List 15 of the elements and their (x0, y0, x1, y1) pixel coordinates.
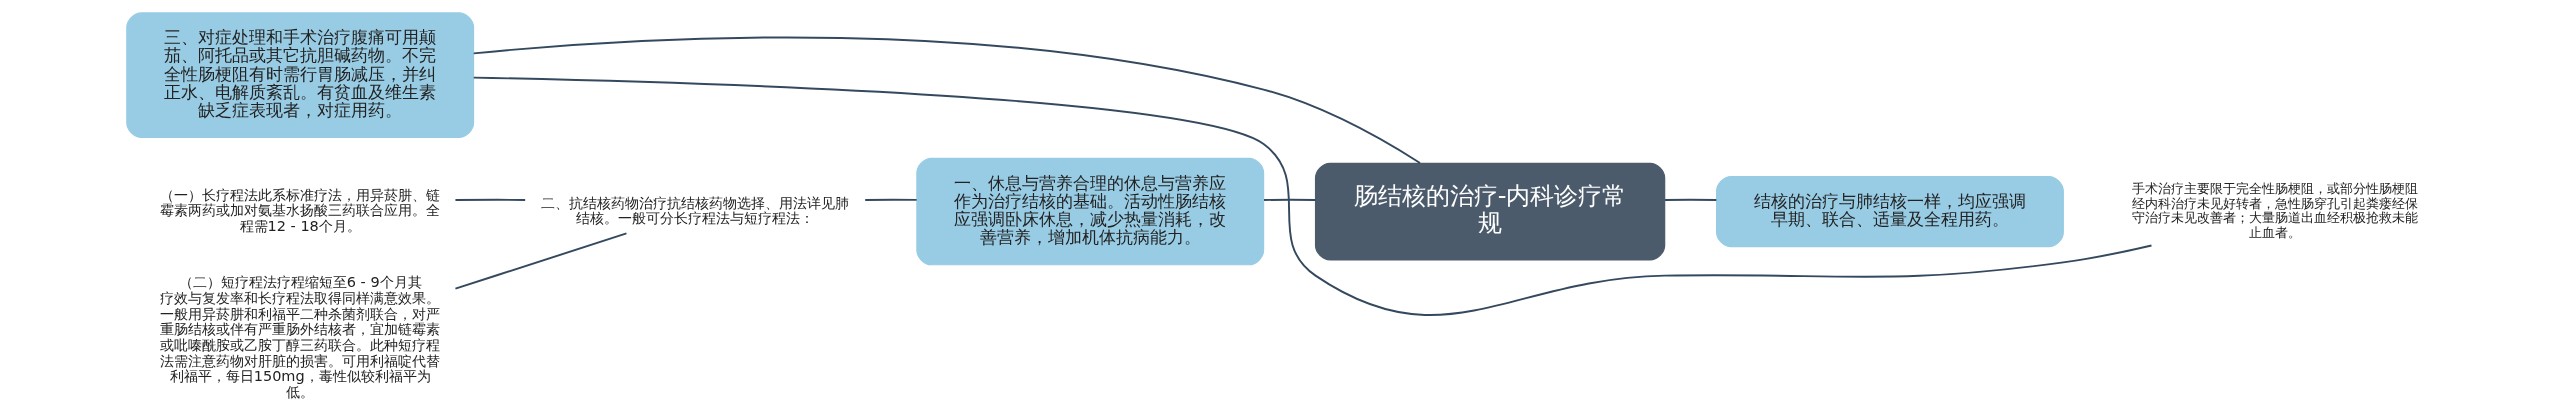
node-text: 二、抗结核药物治疗抗结核药物选择、用法详见肺结核。一般可分长疗程法与短疗程法： (540, 194, 849, 227)
connector (472, 76, 2152, 316)
node-box: 结核的治疗与肺结核一样，均应强调早期、联合、适量及全程用药。 (1715, 175, 2064, 248)
connector (472, 36, 1421, 164)
connector (453, 232, 627, 290)
node-text: （一）长疗程法此系标准疗法，用异菸肼、链霉素两药或加对氨基水扬酸三药联合应用。全程需12 - 18个月。 (159, 186, 440, 235)
node-text: 手术治疗主要限于完全性肠梗阻，或部分性肠梗阻经内科治疗未见好转者，急性肠穿孔引起粪瘘经保守治疗未见改善者；大量肠道出血经积极抢救未能止血者。 (2131, 181, 2418, 240)
node-box: 肠结核的治疗-内科诊疗常规 (1314, 162, 1665, 261)
connector (453, 198, 526, 202)
connector (1262, 198, 1316, 201)
node-box: 一、休息与营养合理的休息与营养应作为治疗结核的基础。活动性肠结核应强调卧床休息，减少热量消耗，改善营养，增加机体抗病能力。 (915, 157, 1264, 266)
node-box: 三、对症处理和手术治疗腹痛可用颠茄、阿托品或其它抗胆碱药物。不完全性肠梗阻有时需行胃肠减压，并纠正水、电解质紊乱。有贫血及维生素缺乏症表现者，对症用药。 (125, 12, 474, 138)
connector (1663, 198, 1717, 201)
node-text: （二）短疗程法疗程缩短至6 - 9个月其疗效与复发率和长疗程法取得同样满意效果。一般用异菸肼和利福平二种杀菌剂联合，对严重肠结核或伴有严重肠外结核者，宜加链霉素或吡嗪酰胺或乙胺丁醇三药联合。此种短疗程法需注意药物对肝脏的损害。可用利福啶代替利福平，每日150mg，毒性似较利福平为低。 (159, 274, 440, 401)
connector (863, 198, 918, 201)
